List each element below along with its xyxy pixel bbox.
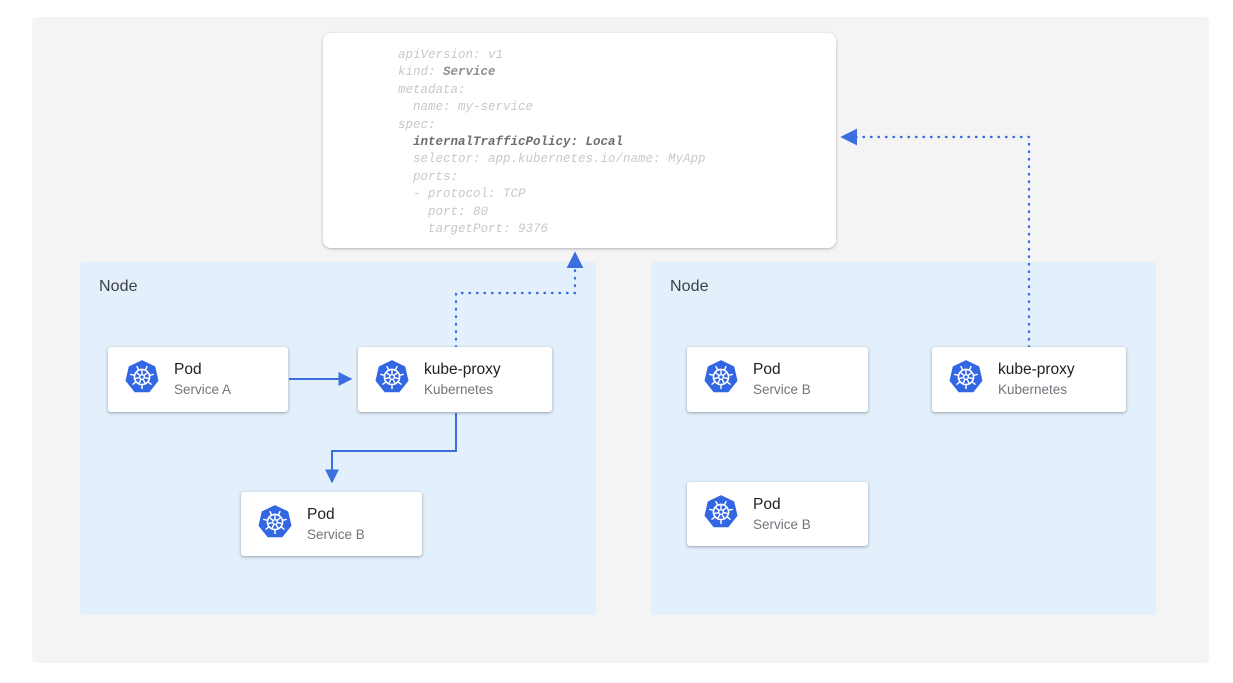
yaml-line: internalTrafficPolicy: Local — [413, 134, 624, 149]
node-label: Node — [99, 278, 138, 295]
node-panel-right: Node — [651, 262, 1156, 615]
card-pod-service-b-right-bottom[interactable]: Pod Service B — [687, 482, 868, 546]
kubernetes-icon — [124, 359, 160, 400]
node-panel-left: Node — [80, 262, 596, 615]
card-title: kube-proxy — [998, 361, 1075, 378]
yaml-line: ports: — [398, 169, 459, 184]
card-subtitle: Service A — [174, 382, 232, 397]
card-pod-service-b-right-top[interactable]: Pod Service B — [687, 347, 868, 412]
service-yaml-card: apiVersion: v1 kind: Service metadata: nam… — [323, 33, 836, 248]
card-title: Pod — [307, 505, 335, 523]
kubernetes-icon — [948, 359, 984, 400]
yaml-line: apiVersion: v1 — [398, 48, 504, 62]
card-subtitle: Service B — [307, 526, 365, 542]
card-kube-proxy-left[interactable]: kube-proxy Kubernetes — [358, 347, 552, 412]
yaml-line: kind: Service — [398, 65, 496, 80]
node-label: Node — [670, 278, 709, 295]
yaml-line: targetPort: 9376 — [398, 221, 549, 236]
yaml-line: spec: — [398, 117, 436, 132]
kubernetes-icon — [703, 359, 739, 400]
card-kube-proxy-right[interactable]: kube-proxy Kubernetes — [932, 347, 1126, 412]
yaml-line: port: 80 — [398, 204, 489, 219]
yaml-line: metadata: — [398, 82, 466, 97]
card-pod-service-b-left[interactable]: Pod Service B — [241, 492, 422, 556]
card-subtitle: Kubernetes — [998, 382, 1068, 397]
card-title: kube-proxy — [424, 361, 501, 378]
card-subtitle: Kubernetes — [424, 382, 494, 397]
kubernetes-icon — [257, 504, 293, 545]
yaml-line: name: my-service — [398, 100, 534, 115]
card-subtitle: Service B — [753, 382, 811, 397]
card-subtitle: Service B — [753, 516, 811, 532]
yaml-line: selector: app.kubernetes.io/name: MyApp — [398, 152, 706, 167]
card-pod-service-a[interactable]: Pod Service A — [108, 347, 288, 412]
card-title: Pod — [174, 361, 202, 378]
yaml-line: - protocol: TCP — [398, 187, 526, 202]
service-yaml-text: apiVersion: v1 kind: Service metadata: nam… — [398, 47, 706, 238]
card-title: Pod — [753, 361, 781, 378]
kubernetes-icon — [374, 359, 410, 400]
card-title: Pod — [753, 495, 781, 513]
kubernetes-icon — [703, 494, 739, 535]
